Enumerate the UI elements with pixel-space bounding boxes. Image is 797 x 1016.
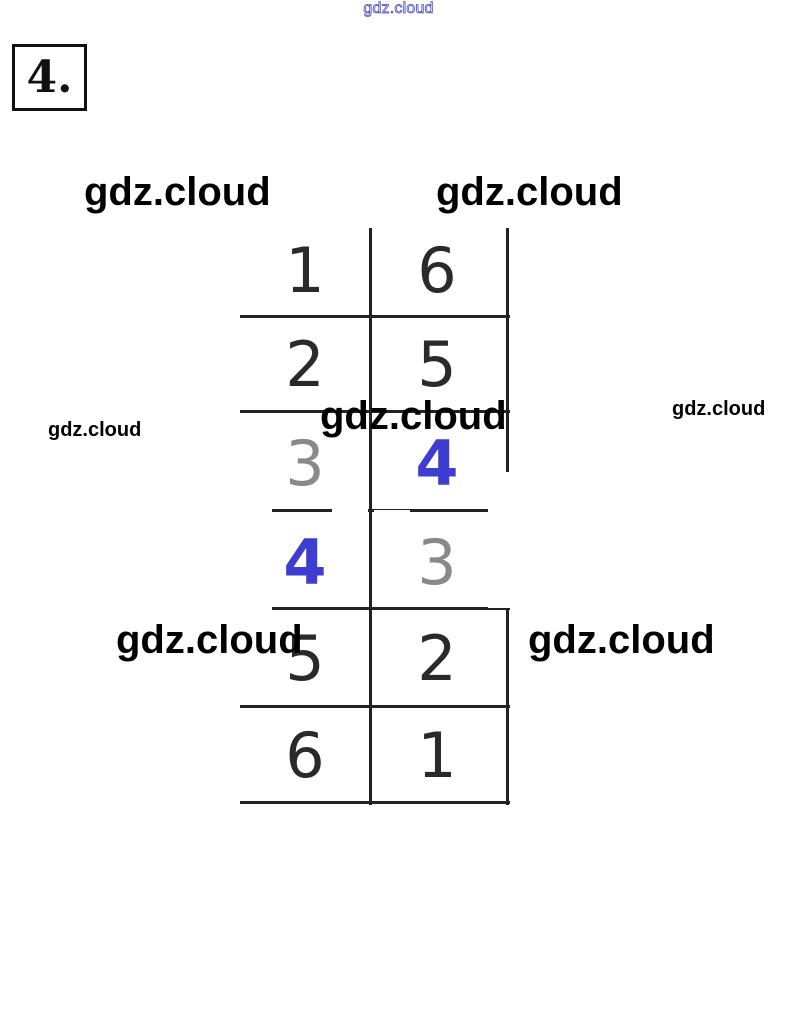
- erased-area: [332, 458, 368, 538]
- table-bottom-line: [240, 801, 510, 804]
- erased-area: [240, 418, 272, 613]
- watermark: gdz.cloud: [116, 618, 303, 662]
- table-row-line: [240, 410, 510, 413]
- watermark: gdz.cloud: [320, 394, 507, 438]
- watermark: gdz.cloud: [84, 170, 271, 214]
- watermark: gdz.cloud: [672, 398, 766, 420]
- erased-area: [374, 490, 494, 506]
- top-watermark: gdz.cloud: [363, 0, 434, 17]
- table-cell-left: 3: [285, 427, 325, 500]
- table-row-line: [240, 607, 510, 610]
- table-cell-left-answer: 4: [283, 526, 327, 599]
- watermark: gdz.cloud: [436, 170, 623, 214]
- table-cell-left: 2: [285, 328, 325, 401]
- erased-area: [374, 510, 410, 540]
- table-cell-right: 1: [417, 719, 457, 792]
- table-cell-right: 2: [417, 622, 457, 695]
- erased-area: [488, 472, 514, 608]
- table-cell-right: 6: [417, 234, 457, 307]
- watermark: gdz.cloud: [528, 618, 715, 662]
- table-row-line: [240, 315, 510, 318]
- watermark: gdz.cloud: [48, 419, 142, 441]
- table-cell-right: 5: [417, 328, 457, 401]
- table-cell-left: 1: [285, 234, 325, 307]
- number-table: 1 6 2 5 3 4 4 3 5 2 6 1: [240, 228, 514, 805]
- table-cell-right: 3: [417, 526, 457, 599]
- table-cell-right-answer: 4: [415, 427, 459, 500]
- task-number-box: 4.: [12, 44, 87, 111]
- table-center-line: [369, 228, 372, 805]
- table-cell-left: 6: [285, 719, 325, 792]
- table-cell-left: 5: [285, 622, 325, 695]
- erased-area: [324, 546, 368, 590]
- table-row-line: [240, 705, 510, 708]
